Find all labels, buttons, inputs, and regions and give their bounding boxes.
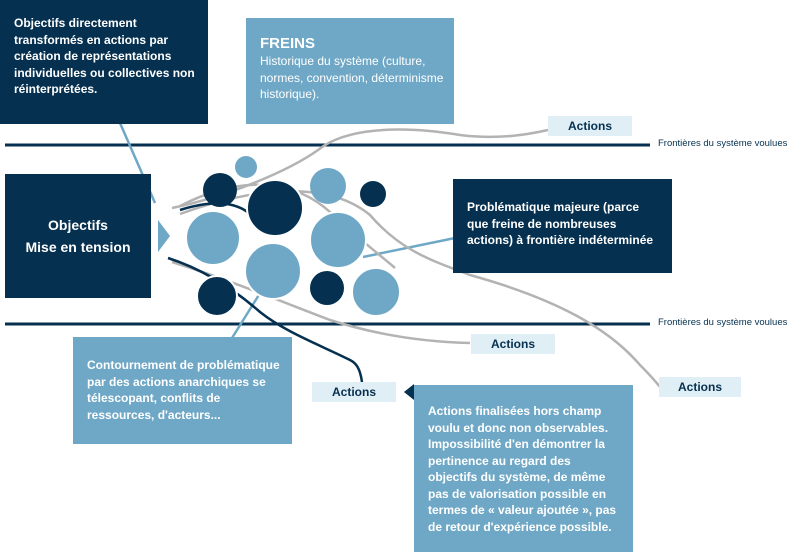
objectifs-line2: Mise en tension [25,239,131,255]
objectifs-line1: Objectifs [48,217,108,233]
freins-body: Historique du système (culture, normes, … [260,54,444,101]
tag-actions-right: Actions [659,377,741,397]
arrow-finalisees [404,384,414,400]
finalisees-text: Actions finalisées hors champ voulu et d… [428,404,617,534]
circle-light-bottom-right [351,267,401,317]
box-problematique: Problématique majeure (parce que freine … [453,179,672,273]
circle-dark-large [246,179,304,237]
frontier-label-bottom: Frontières du système voulues [658,317,788,328]
box-objectifs-directs: Objectifs directement transformés en act… [0,0,208,124]
circle-light-left [185,210,241,266]
circle-light-center [244,242,302,300]
tag-actions-top: Actions [548,116,632,136]
problematique-text: Problématique majeure (parce que freine … [467,200,654,247]
circle-light-small [235,156,257,178]
circle-light-top-right [310,168,346,204]
circle-dark-1 [203,173,237,207]
box-contournement: Contournement de problématique par des a… [73,337,292,444]
circle-dark-bottom-left [196,275,238,317]
connector-contournement [230,289,264,339]
circle-dark-small-right [360,181,386,207]
contournement-text: Contournement de problématique par des a… [87,358,280,422]
box-objectifs-directs-text: Objectifs directement transformés en act… [14,16,195,96]
circle-dark-bottom-mid [310,271,344,305]
arrow-objectifs [158,220,170,252]
box-freins: FREINS Historique du système (culture, n… [246,18,454,124]
circle-light-right-large [309,211,367,269]
box-actions-finalisees: Actions finalisées hors champ voulu et d… [414,385,633,552]
tag-actions-left: Actions [312,382,396,402]
frontier-label-top: Frontières du système voulues [658,138,788,149]
freins-title: FREINS [260,35,316,52]
tag-actions-middle: Actions [471,334,555,354]
box-objectifs: Objectifs Mise en tension [5,174,151,298]
